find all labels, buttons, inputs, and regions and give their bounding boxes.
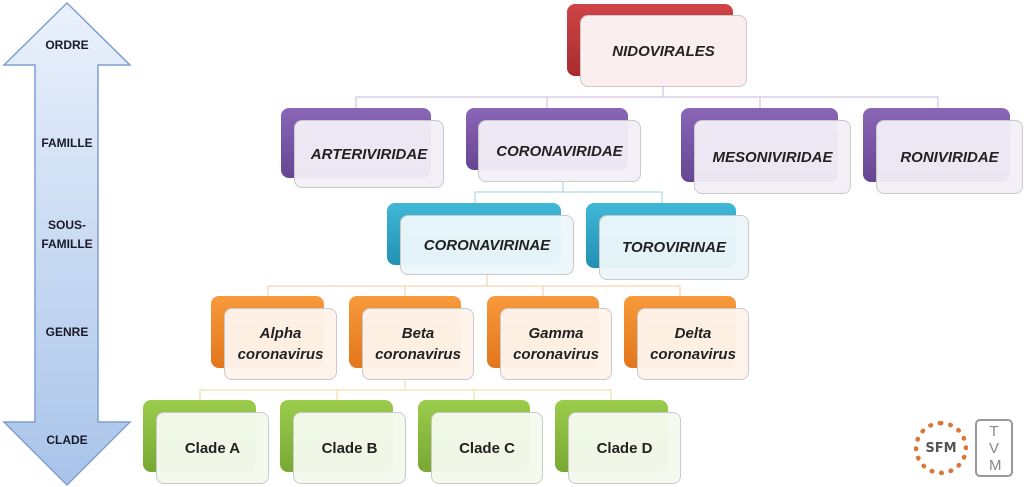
level-ordre: ORDRE bbox=[45, 38, 89, 52]
node-label: SFM bbox=[925, 440, 957, 456]
node-box: Delta coronavirus bbox=[637, 308, 749, 380]
node-box: MESONIVIRIDAE bbox=[694, 120, 851, 194]
level-famille: FAMILLE bbox=[41, 136, 93, 150]
node-label: Alpha bbox=[259, 325, 302, 342]
node-label: Gamma bbox=[528, 325, 584, 342]
node-label: Delta bbox=[674, 325, 712, 342]
level-sous-famille: FAMILLE bbox=[41, 237, 93, 251]
node-label: TVM bbox=[989, 423, 1002, 474]
node-label: Beta bbox=[401, 325, 435, 342]
node-box: TOROVIRINAE bbox=[599, 215, 749, 280]
node-label: coronavirus bbox=[650, 346, 736, 363]
node-box: Clade D bbox=[568, 412, 681, 484]
node-box: ARTERIVIRIDAE bbox=[294, 120, 444, 188]
node-box: CORONAVIRIDAE bbox=[478, 120, 641, 182]
node-box: Clade B bbox=[293, 412, 406, 484]
node-label: coronavirus bbox=[237, 346, 324, 363]
node-box: Clade C bbox=[431, 412, 543, 484]
level-arrow bbox=[2, 1, 132, 487]
node-box: CORONAVIRINAE bbox=[400, 215, 574, 275]
node-box: Gamma coronavirus bbox=[500, 308, 612, 380]
tvm-logo: TVM bbox=[975, 419, 1013, 477]
node-box: RONIVIRIDAE bbox=[876, 120, 1023, 194]
level-sous: SOUS- bbox=[47, 218, 86, 232]
node-box: Alpha coronavirus bbox=[224, 308, 337, 380]
node-box: NIDOVIRALES bbox=[580, 15, 747, 87]
level-clade: CLADE bbox=[46, 433, 88, 447]
node-label: coronavirus bbox=[513, 346, 599, 363]
node-box: Beta coronavirus bbox=[362, 308, 474, 380]
level-genre: GENRE bbox=[45, 325, 89, 339]
sfm-logo: SFM bbox=[914, 421, 968, 475]
node-box: Clade A bbox=[156, 412, 269, 484]
node-label: coronavirus bbox=[375, 346, 461, 363]
